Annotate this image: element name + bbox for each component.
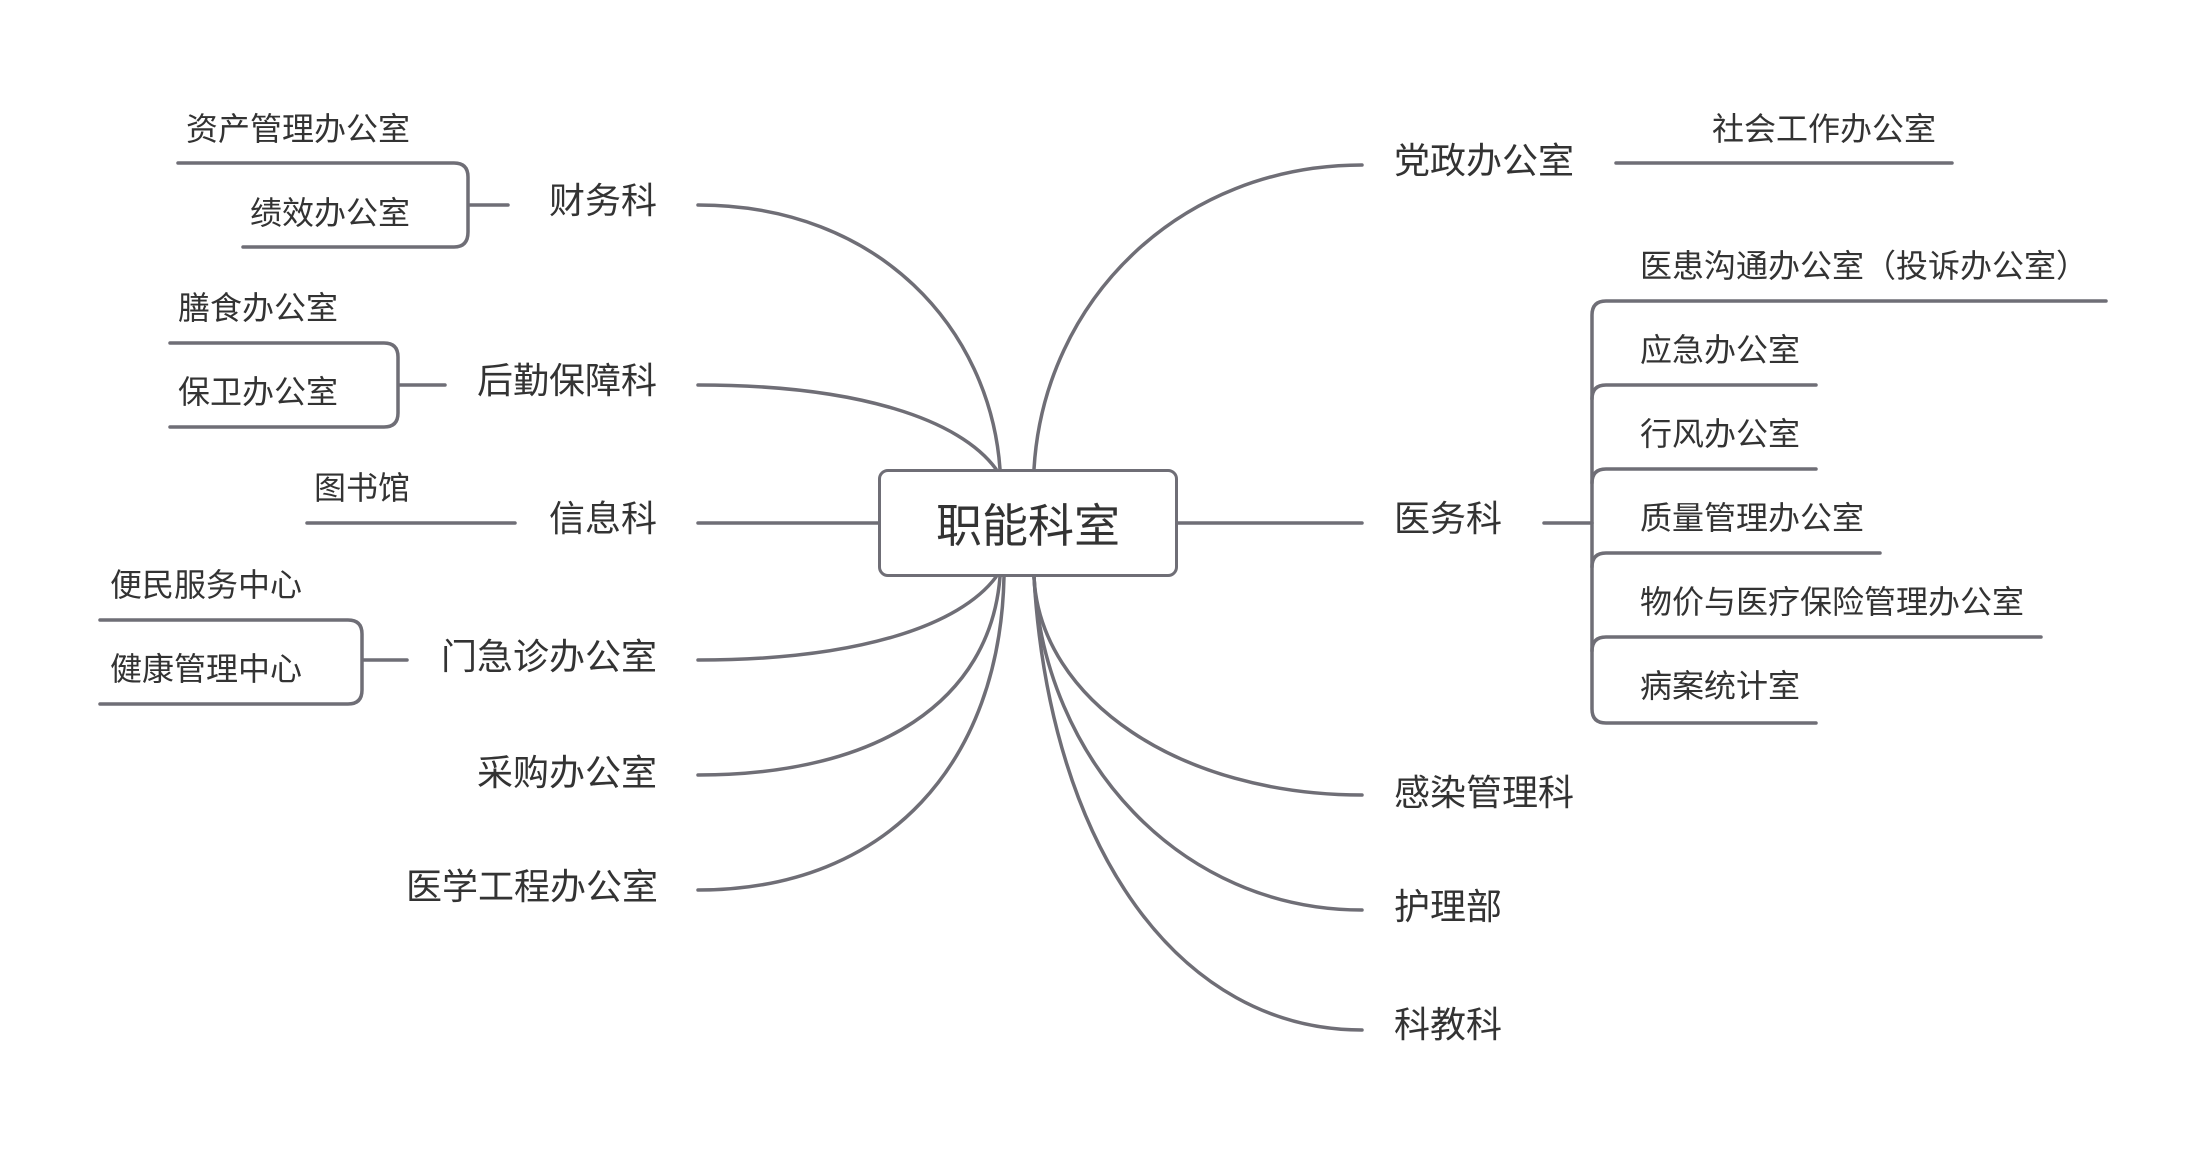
- underline-yingji: [1590, 383, 1818, 401]
- sub-jixiao[interactable]: 绩效办公室: [250, 194, 411, 232]
- bracket-yiwu-spine: [1590, 299, 2108, 725]
- connector-center-caiwu: [696, 203, 1002, 471]
- bracket-menjizhen: [98, 618, 364, 706]
- sub-jiankang[interactable]: 健康管理中心: [110, 650, 303, 688]
- branch-houqin[interactable]: 后勤保障科: [477, 361, 658, 402]
- connector-center-yixue: [696, 575, 1006, 892]
- sub-shanshi[interactable]: 膳食办公室: [178, 289, 339, 327]
- sub-zichan[interactable]: 资产管理办公室: [186, 110, 411, 148]
- connector-center-dangzheng: [1032, 163, 1364, 471]
- sub-shehui[interactable]: 社会工作办公室: [1712, 110, 1937, 148]
- sub-baowei[interactable]: 保卫办公室: [178, 373, 339, 411]
- underline-xingfeng: [1590, 467, 1818, 485]
- sub-bingan[interactable]: 病案统计室: [1640, 667, 1801, 705]
- sub-zhiliang[interactable]: 质量管理办公室: [1640, 499, 1865, 537]
- bracket-caiwu: [176, 161, 470, 249]
- sub-wujia[interactable]: 物价与医疗保险管理办公室: [1640, 583, 2025, 621]
- branch-kejiao[interactable]: 科教科: [1394, 1005, 1503, 1046]
- connector-center-kejiao: [1032, 575, 1364, 1032]
- center-node-label: 职能科室: [936, 499, 1120, 553]
- underline-wujia: [1590, 635, 2043, 653]
- branch-ganran[interactable]: 感染管理科: [1394, 773, 1575, 814]
- connector-center-ganran: [1032, 575, 1364, 797]
- branch-caigou[interactable]: 采购办公室: [477, 753, 658, 794]
- branch-dangzheng[interactable]: 党政办公室: [1394, 141, 1575, 182]
- connector-center-huli: [1032, 575, 1364, 912]
- bracket-houqin: [168, 341, 400, 429]
- branch-caiwu[interactable]: 财务科: [549, 181, 658, 222]
- center-node[interactable]: 职能科室: [878, 469, 1178, 577]
- sub-bianmin[interactable]: 便民服务中心: [110, 566, 303, 604]
- sub-yihuan[interactable]: 医患沟通办公室（投诉办公室）: [1640, 247, 2089, 285]
- branch-huli[interactable]: 护理部: [1394, 887, 1503, 928]
- branch-yiwu[interactable]: 医务科: [1394, 499, 1503, 540]
- sub-yingji[interactable]: 应急办公室: [1640, 331, 1801, 369]
- sub-xingfeng[interactable]: 行风办公室: [1640, 415, 1801, 453]
- branch-yixue[interactable]: 医学工程办公室: [406, 867, 659, 908]
- sub-tushuguan[interactable]: 图书馆: [314, 469, 411, 507]
- connector-center-houqin: [696, 383, 998, 471]
- connector-center-menjizhen: [696, 575, 998, 662]
- branch-menjizhen[interactable]: 门急诊办公室: [441, 637, 658, 678]
- branch-xinxi[interactable]: 信息科: [549, 499, 658, 540]
- underline-zhiliang: [1590, 551, 1882, 569]
- connector-center-caigou: [696, 575, 1002, 777]
